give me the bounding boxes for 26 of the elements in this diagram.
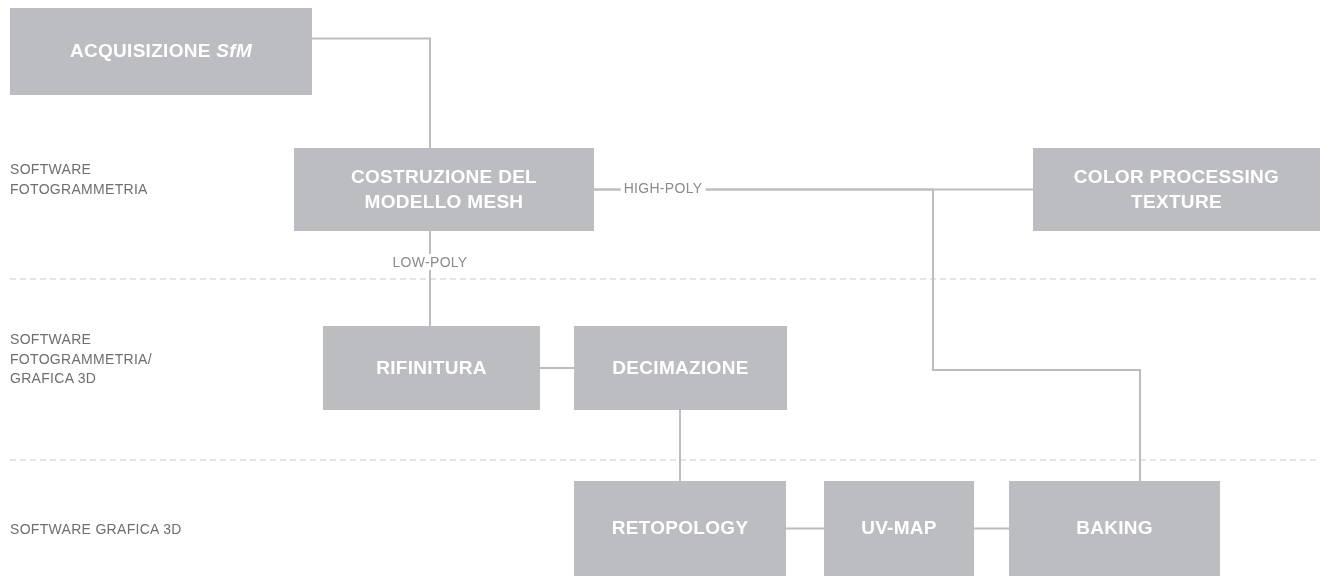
process-box bbox=[824, 481, 974, 576]
edge-label: HIGH-POLY bbox=[620, 180, 706, 196]
box-label: BAKING bbox=[1076, 516, 1153, 541]
connector-line bbox=[679, 409, 681, 482]
row-label: SOFTWARE FOTOGRAMMETRIA bbox=[10, 160, 149, 199]
row-label: SOFTWARE FOTOGRAMMETRIA/ GRAFICA 3D bbox=[10, 330, 153, 389]
box-label: DECIMAZIONE bbox=[612, 355, 749, 380]
connector-line bbox=[785, 527, 825, 530]
box-label: RIFINITURA bbox=[376, 355, 487, 380]
connector-line bbox=[539, 367, 575, 369]
box-label: RETOPOLOGY bbox=[611, 516, 749, 541]
box-label: ACQUISIZIONE SfM bbox=[69, 39, 253, 64]
connector-line bbox=[311, 37, 431, 149]
box-label: UV-MAP bbox=[861, 516, 937, 541]
process-box bbox=[10, 8, 312, 95]
box-label: COLOR PROCESSING TEXTURE bbox=[1072, 164, 1281, 214]
process-box bbox=[1033, 148, 1320, 231]
connector-line bbox=[973, 527, 1010, 530]
process-box bbox=[294, 148, 594, 231]
process-box bbox=[574, 326, 787, 410]
process-box bbox=[323, 326, 540, 410]
process-box bbox=[574, 481, 786, 576]
process-box bbox=[1009, 481, 1220, 576]
row-label: SOFTWARE GRAFICA 3D bbox=[10, 520, 183, 539]
box-label: COSTRUZIONE DEL MODELLO MESH bbox=[349, 164, 539, 214]
connector-line bbox=[593, 188, 1141, 482]
